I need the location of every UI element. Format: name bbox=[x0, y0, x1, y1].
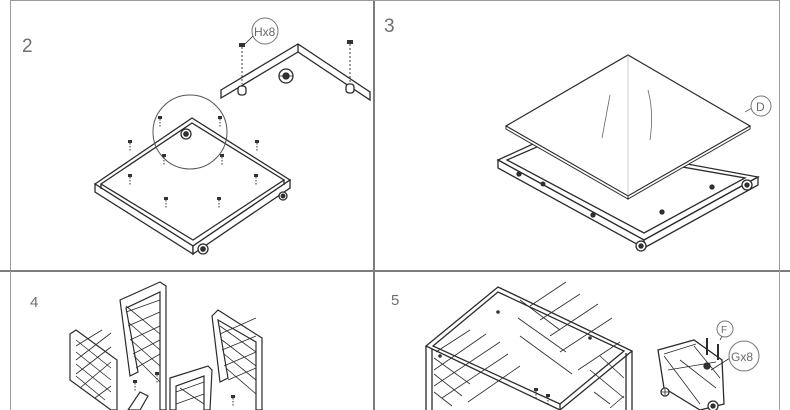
horizontal-divider bbox=[0, 270, 790, 272]
step-5-part-callout-bubble bbox=[716, 320, 734, 338]
right-border bbox=[779, 0, 780, 410]
step-3-callout-bubble bbox=[750, 95, 772, 117]
top-border bbox=[10, 0, 780, 1]
vertical-divider bbox=[373, 0, 375, 410]
step-4-drawing bbox=[69, 281, 263, 410]
step-2-callout-bubble bbox=[251, 17, 279, 45]
step-2-base-frame bbox=[93, 117, 292, 256]
step-2-callout-label: Hx8 bbox=[254, 25, 276, 39]
step-5-side-detail bbox=[657, 335, 731, 410]
step-5-qty-callout-label: Gx8 bbox=[731, 350, 753, 364]
step-2-detail-circle bbox=[152, 94, 228, 170]
step-2-drawing bbox=[93, 17, 371, 256]
step-3-number: 3 bbox=[384, 16, 395, 37]
step-4-left-panel bbox=[69, 329, 118, 410]
step-5-drawing bbox=[424, 281, 760, 410]
step-4-middle-panel bbox=[119, 281, 167, 410]
step-4-right-panel bbox=[211, 309, 263, 410]
step-3-drawing bbox=[496, 54, 772, 252]
step-3-callout-label: D bbox=[756, 100, 765, 114]
step-2-corner-detail bbox=[220, 33, 371, 102]
step-2-number: 2 bbox=[22, 36, 33, 57]
step-4-number: 4 bbox=[30, 294, 39, 311]
left-border bbox=[10, 0, 11, 410]
step-5-part-callout-label: F bbox=[721, 325, 727, 336]
step-5-qty-callout-bubble bbox=[728, 340, 760, 372]
step-5-number: 5 bbox=[391, 292, 400, 309]
